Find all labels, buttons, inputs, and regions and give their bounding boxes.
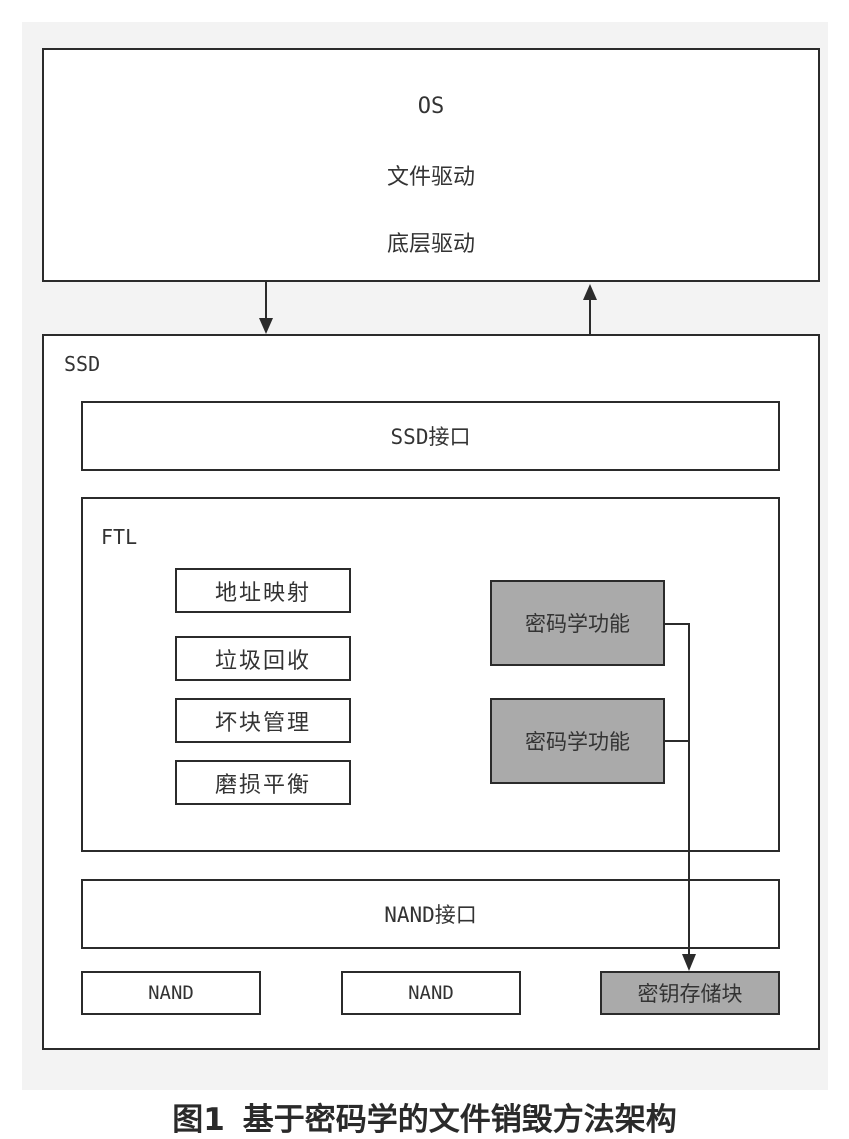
- garbage-collection-label: 垃圾回收: [214, 648, 311, 674]
- low-level-driver-label: 底层驱动: [386, 232, 475, 257]
- bad-block-management-box: 坏块管理: [175, 698, 351, 743]
- wear-leveling-box: 磨损平衡: [175, 760, 351, 805]
- nand-chip-box-2: NAND: [341, 971, 521, 1015]
- file-driver-label: 文件驱动: [386, 165, 475, 190]
- crypto-function-label-2: 密码学功能: [525, 730, 630, 754]
- crypto-function-box-1: 密码学功能: [490, 580, 665, 666]
- crypto-function-box-2: 密码学功能: [490, 698, 665, 784]
- nand-chip-box-1: NAND: [81, 971, 261, 1015]
- garbage-collection-box: 垃圾回收: [175, 636, 351, 681]
- bad-block-management-label: 坏块管理: [214, 710, 311, 736]
- os-title: OS: [417, 94, 445, 119]
- os-box: OS 文件驱动 底层驱动: [42, 48, 820, 282]
- nand-chip-label-1: NAND: [148, 982, 194, 1004]
- address-mapping-box: 地址映射: [175, 568, 351, 613]
- key-storage-box: 密钥存储块: [600, 971, 780, 1015]
- nand-interface-label: NAND接口: [384, 903, 477, 927]
- ssd-label: SSD: [64, 352, 101, 376]
- wear-leveling-label: 磨损平衡: [214, 772, 311, 798]
- ssd-interface-label: SSD接口: [390, 425, 471, 449]
- figure-caption: 图1 基于密码学的文件销毁方法架构: [0, 1094, 849, 1139]
- crypto-function-label-1: 密码学功能: [525, 612, 630, 636]
- address-mapping-label: 地址映射: [214, 580, 311, 606]
- ssd-interface-box: SSD接口: [81, 401, 780, 471]
- ftl-label: FTL: [101, 525, 138, 549]
- key-storage-label: 密钥存储块: [637, 982, 743, 1006]
- figure-number: 图1: [172, 1102, 225, 1138]
- figure-title: 基于密码学的文件销毁方法架构: [242, 1102, 677, 1138]
- nand-chip-label-2: NAND: [408, 982, 454, 1004]
- nand-interface-box: NAND接口: [81, 879, 780, 949]
